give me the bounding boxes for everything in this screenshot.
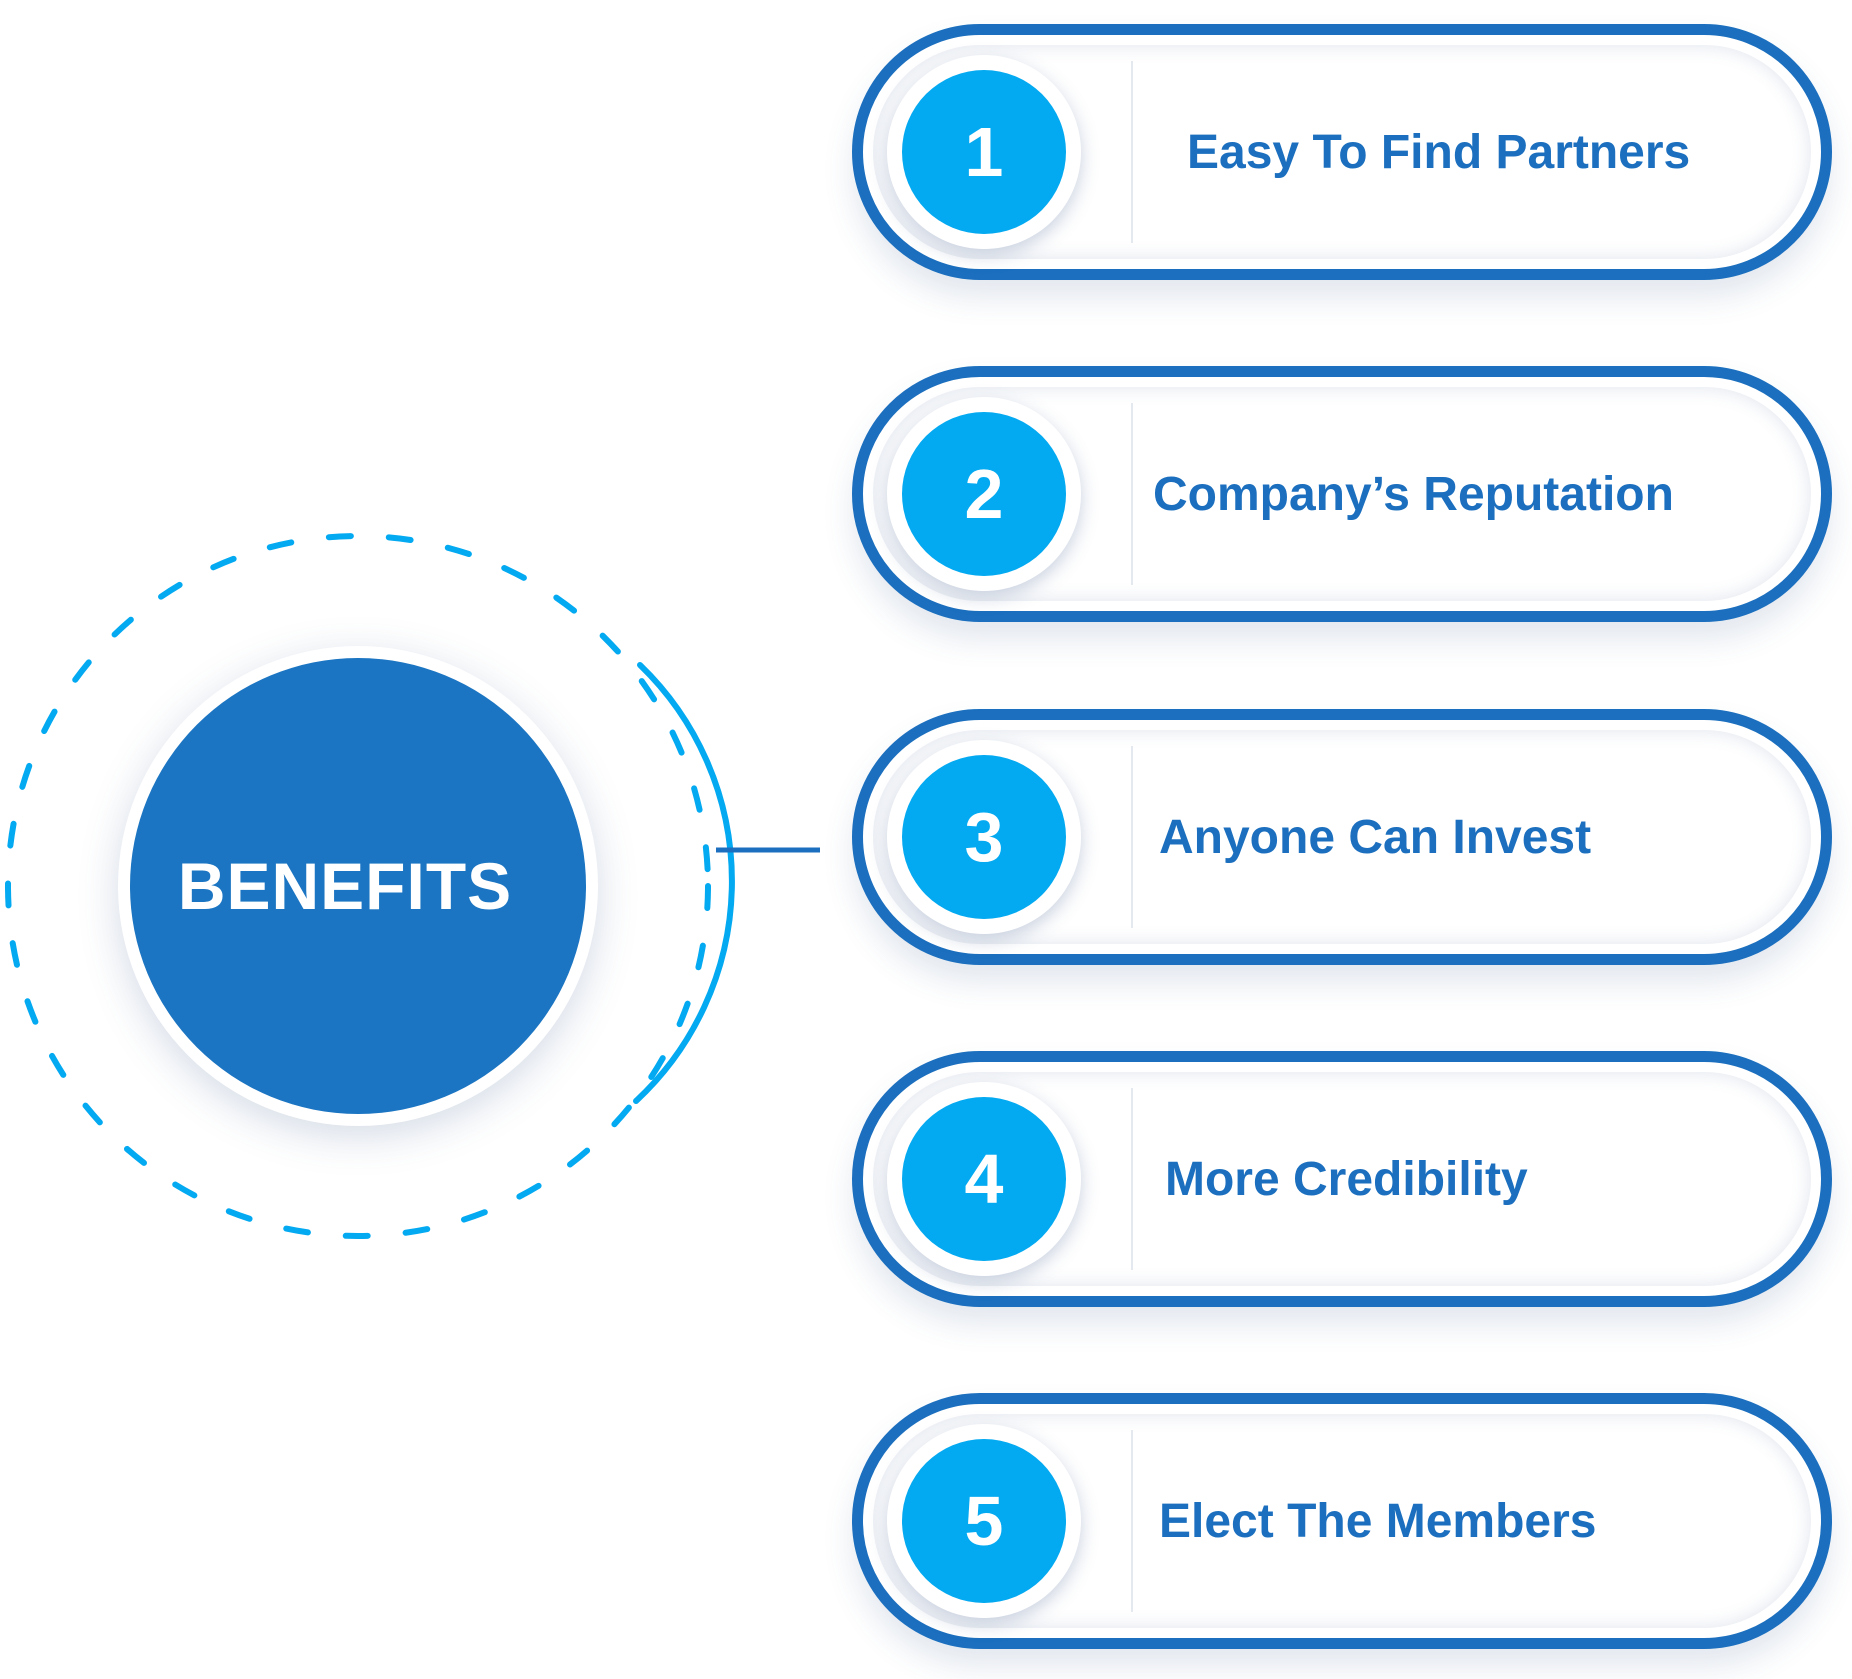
number-circle: 5 (902, 1439, 1066, 1603)
pill-divider (1131, 1088, 1133, 1270)
item-label: More Credibility (1165, 1152, 1528, 1206)
number-badge: 3 (887, 740, 1081, 934)
item-label: Elect The Members (1159, 1494, 1597, 1548)
item-label: Anyone Can Invest (1159, 810, 1592, 864)
dashed-ring (5, 533, 711, 1239)
benefit-item-4: 4 More Credibility (852, 1051, 1832, 1307)
item-number: 5 (964, 1482, 1004, 1560)
pill-divider (1131, 746, 1133, 928)
pill-divider (1131, 403, 1133, 585)
benefits-hub-core: BENEFITS (130, 658, 586, 1114)
item-number: 3 (964, 798, 1004, 876)
benefit-item-2: 2 Company’s Reputation (852, 366, 1832, 622)
number-badge: 1 (887, 55, 1081, 249)
number-circle: 2 (902, 412, 1066, 576)
item-number: 2 (964, 455, 1004, 533)
item-label: Company’s Reputation (1153, 467, 1674, 521)
pill-divider (1131, 61, 1133, 243)
number-badge: 2 (887, 397, 1081, 591)
item-number: 4 (964, 1140, 1004, 1218)
benefit-item-5: 5 Elect The Members (852, 1393, 1832, 1649)
number-circle: 3 (902, 755, 1066, 919)
item-label: Easy To Find Partners (1187, 125, 1691, 179)
benefits-hub: BENEFITS (118, 646, 598, 1126)
number-badge: 4 (887, 1082, 1081, 1276)
solid-arc (633, 662, 735, 1104)
hub-title: BENEFITS (177, 849, 513, 923)
item-number: 1 (964, 113, 1004, 191)
benefit-item-3: 3 Anyone Can Invest (852, 709, 1832, 965)
number-circle: 4 (902, 1097, 1066, 1261)
benefit-item-1: 1 Easy To Find Partners (852, 24, 1832, 280)
pill-divider (1131, 1430, 1133, 1612)
number-badge: 5 (887, 1424, 1081, 1618)
number-circle: 1 (902, 70, 1066, 234)
